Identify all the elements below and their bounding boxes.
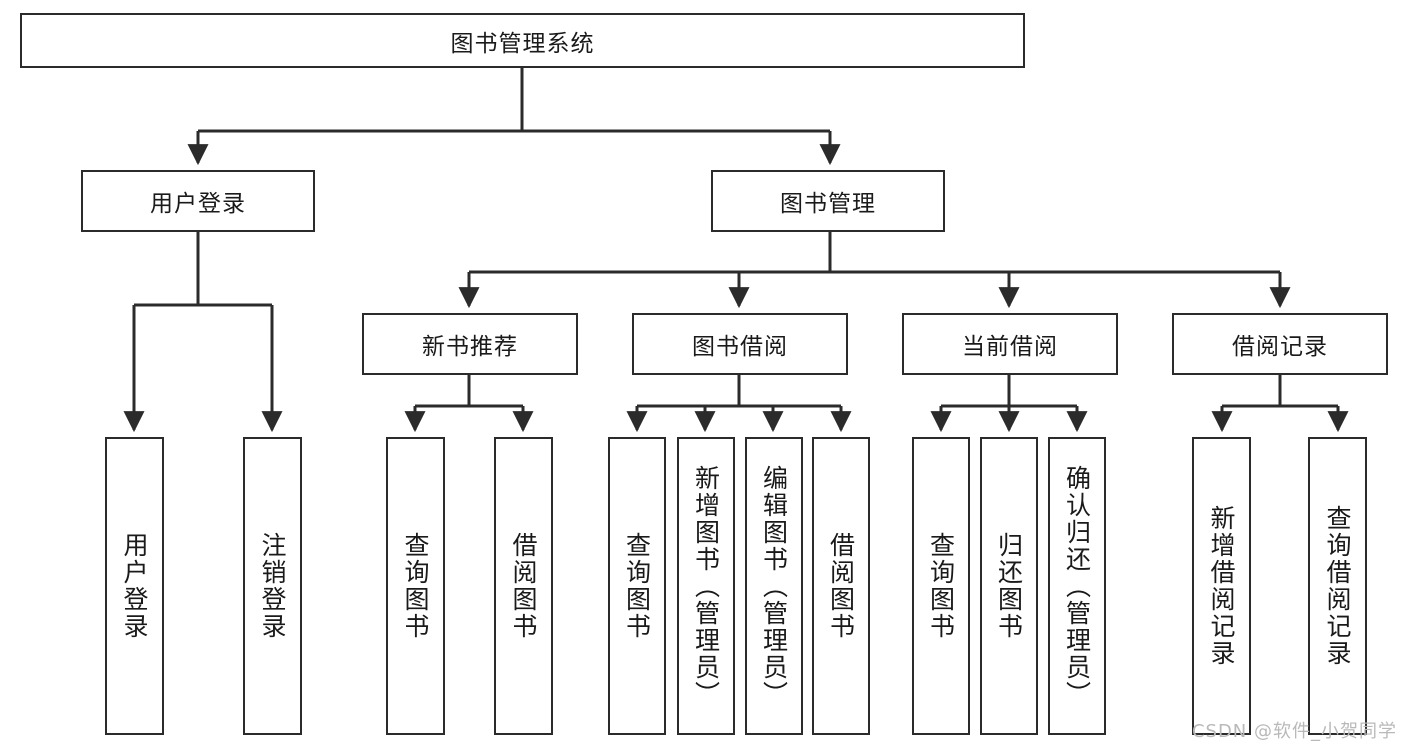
leaf-query-borrow-record-label: 查询借阅记录 [1323, 505, 1352, 667]
leaf-query-book-current[interactable]: 查询图书 [912, 437, 970, 735]
leaf-query-book-borrow[interactable]: 查询图书 [608, 437, 666, 735]
node-borrow-record[interactable]: 借阅记录 [1172, 313, 1388, 375]
node-book-management[interactable]: 图书管理 [711, 170, 945, 232]
node-user-login[interactable]: 用户登录 [81, 170, 315, 232]
leaf-return-book-label: 归还图书 [994, 532, 1024, 640]
leaf-return-book[interactable]: 归还图书 [980, 437, 1038, 735]
leaf-add-book-admin-label: 新增图书（管理员） [691, 464, 721, 708]
leaf-edit-book-admin-label: 编辑图书（管理员） [759, 464, 789, 708]
leaf-query-book-current-label: 查询图书 [926, 532, 956, 640]
leaf-query-book-recommend[interactable]: 查询图书 [386, 437, 445, 735]
node-current-borrow[interactable]: 当前借阅 [902, 313, 1118, 375]
leaf-borrow-book-recommend-label: 借阅图书 [509, 532, 538, 640]
leaf-confirm-return-admin-label: 确认归还（管理员） [1062, 464, 1092, 708]
leaf-query-book-borrow-label: 查询图书 [622, 532, 652, 640]
node-new-book-recommend[interactable]: 新书推荐 [362, 313, 578, 375]
leaf-user-login-label: 用户登录 [120, 532, 149, 640]
leaf-borrow-book-recommend[interactable]: 借阅图书 [494, 437, 553, 735]
node-current-borrow-label: 当前借阅 [962, 334, 1058, 360]
leaf-logout[interactable]: 注销登录 [243, 437, 302, 735]
node-book-borrow-label: 图书借阅 [692, 334, 788, 360]
node-book-management-label: 图书管理 [780, 191, 876, 217]
node-root-label: 图书管理系统 [450, 30, 595, 57]
leaf-confirm-return-admin[interactable]: 确认归还（管理员） [1048, 437, 1106, 735]
leaf-logout-label: 注销登录 [258, 532, 287, 640]
node-user-login-label: 用户登录 [150, 191, 246, 217]
leaf-borrow-book[interactable]: 借阅图书 [812, 437, 870, 735]
csdn-watermark: CSDN @软件_小贺同学 [1191, 721, 1397, 742]
leaf-add-book-admin[interactable]: 新增图书（管理员） [677, 437, 735, 735]
leaf-query-borrow-record[interactable]: 查询借阅记录 [1308, 437, 1367, 735]
leaf-query-book-recommend-label: 查询图书 [401, 532, 430, 640]
leaf-edit-book-admin[interactable]: 编辑图书（管理员） [745, 437, 803, 735]
node-root[interactable]: 图书管理系统 [20, 13, 1025, 68]
leaf-borrow-book-label: 借阅图书 [826, 532, 856, 640]
leaf-add-borrow-record[interactable]: 新增借阅记录 [1192, 437, 1251, 735]
node-borrow-record-label: 借阅记录 [1232, 334, 1328, 360]
leaf-user-login[interactable]: 用户登录 [105, 437, 164, 735]
node-book-borrow[interactable]: 图书借阅 [632, 313, 848, 375]
node-new-book-recommend-label: 新书推荐 [422, 334, 518, 360]
leaf-add-borrow-record-label: 新增借阅记录 [1207, 505, 1236, 667]
